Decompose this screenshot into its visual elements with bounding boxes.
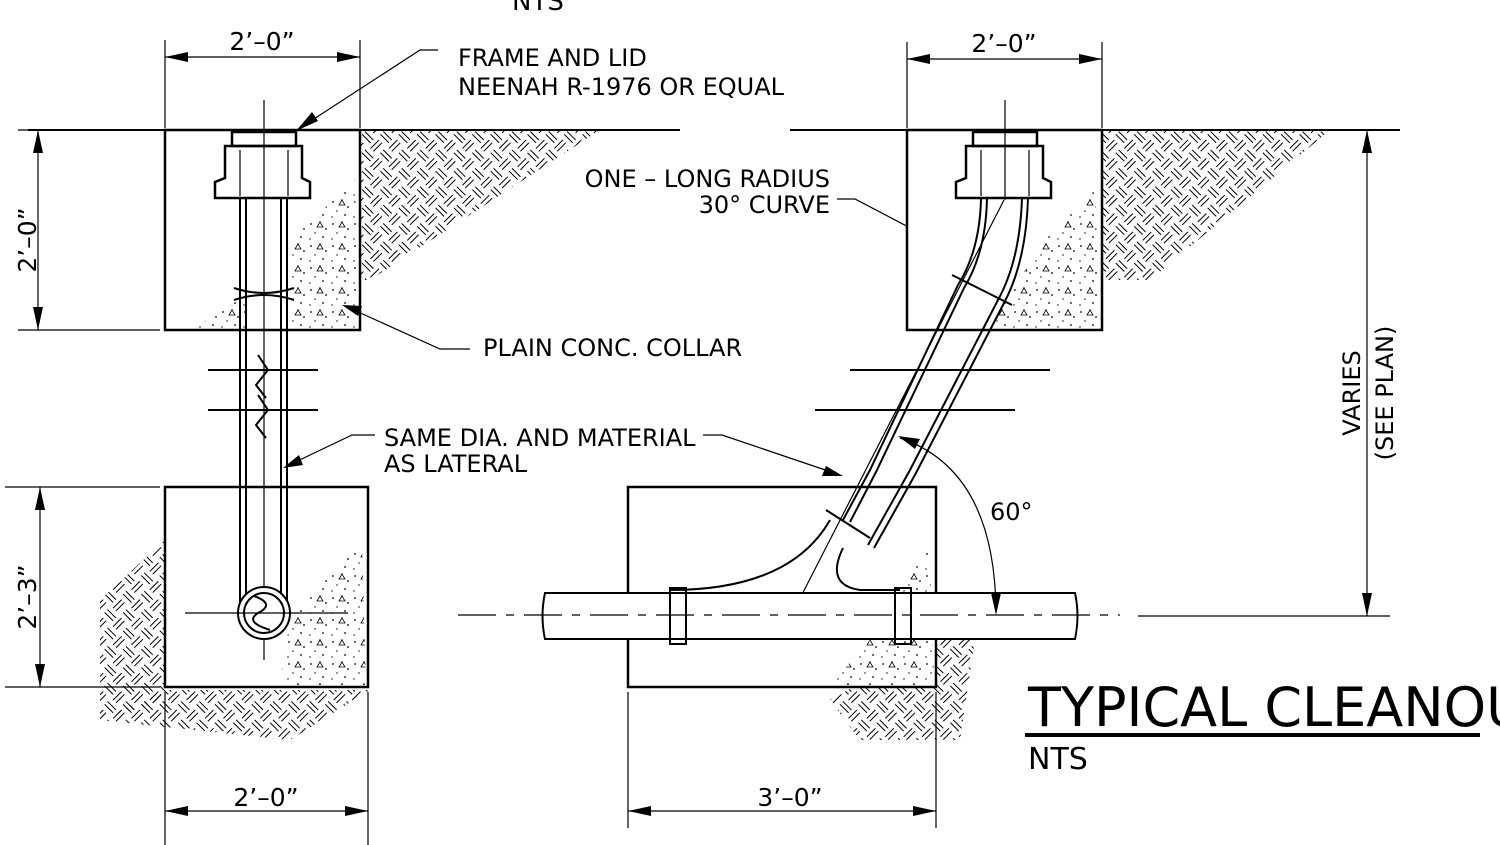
- left-collar-height-label: 2’–0”: [13, 207, 42, 272]
- varies-depth-dim: [1138, 130, 1390, 617]
- left-section-view: 2’–0” 2’–0” 2’–3” 2’–0”: [5, 27, 680, 845]
- right-bottom-width-label: 3’–0”: [757, 783, 822, 812]
- right-collar-stipple: [985, 190, 1100, 328]
- right-break-lines: [815, 369, 1050, 411]
- right-top-width-label: 2’–0”: [971, 29, 1036, 58]
- varies-label-line2: (SEE PLAN): [1371, 326, 1399, 461]
- right-frame-and-lid: [954, 100, 1053, 200]
- left-base-height-label: 2’–3”: [13, 564, 42, 629]
- detail-scale-note: NTS: [1028, 742, 1088, 777]
- sixty-degree-arc: [898, 436, 1001, 615]
- right-section-view: 60° 2’–0” VARIES (SEE PLAN) 3’–0”: [458, 29, 1400, 828]
- left-top-width-dim: [164, 40, 361, 128]
- long-radius-label-line2: 30° CURVE: [699, 191, 830, 219]
- left-break-lines: [208, 354, 318, 439]
- left-top-width-label: 2’–0”: [229, 27, 294, 56]
- right-wye-sweep: [669, 519, 900, 591]
- right-bottom-width-dim: [627, 692, 937, 828]
- right-base-soil-hatch: [830, 640, 975, 740]
- top-scale-note: NTS: [512, 0, 564, 17]
- left-riser-pipe: [233, 100, 295, 660]
- long-radius-label-line1: ONE – LONG RADIUS: [585, 165, 830, 193]
- same-material-label-line1: SAME DIA. AND MATERIAL: [384, 424, 696, 452]
- left-base-soil-hatch-left: [100, 540, 165, 720]
- left-base-soil-hatch-bottom: [100, 690, 370, 740]
- left-bottom-width-dim: [164, 692, 369, 845]
- varies-label-line1: VARIES: [1338, 350, 1366, 435]
- material-leader-left: [283, 434, 375, 468]
- plain-concrete-collar-label: PLAIN CONC. COLLAR: [483, 334, 742, 362]
- collar-leader: [342, 305, 470, 350]
- right-lateral-pipe: [458, 587, 1120, 645]
- frame-lid-label-line2: NEENAH R-1976 OR EQUAL: [458, 73, 785, 101]
- detail-title: TYPICAL CLEANOUT: [1027, 676, 1500, 739]
- sixty-degree-label: 60°: [990, 498, 1033, 526]
- left-collar-stipple-left: [195, 295, 245, 328]
- left-soil-hatch: [360, 130, 600, 280]
- left-collar-height-dim: [18, 129, 160, 331]
- left-base-height-dim: [5, 486, 160, 688]
- left-bottom-width-label: 2’–0”: [233, 783, 298, 812]
- left-lateral-pipe-end: [185, 586, 348, 640]
- right-base-stipple: [830, 545, 934, 685]
- right-top-width-dim: [906, 42, 1103, 128]
- frame-leader: [296, 49, 438, 131]
- material-leader-right: [703, 434, 843, 476]
- right-soil-hatch: [1102, 130, 1330, 280]
- frame-lid-label-line1: FRAME AND LID: [458, 44, 647, 72]
- left-collar-stipple-right: [290, 180, 358, 328]
- same-material-label-line2: AS LATERAL: [384, 450, 528, 478]
- right-inclined-riser-pipe: [792, 197, 1029, 613]
